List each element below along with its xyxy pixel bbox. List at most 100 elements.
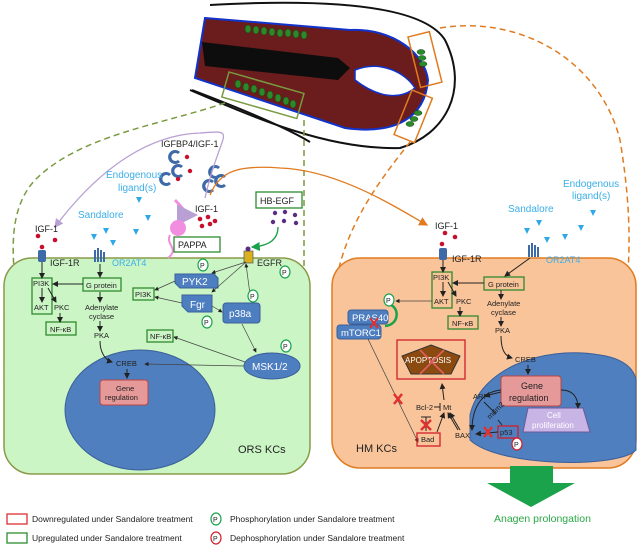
ors-gene-regulation-box <box>99 379 149 406</box>
legend-dephospho-label: Dephosphorylation under Sandalore treatm… <box>230 533 405 543</box>
hm-apoptosis-box <box>396 339 466 380</box>
ors-phospho-markers <box>197 258 292 353</box>
igfbp4-complexes <box>159 150 226 194</box>
hm-g-protein: G protein <box>488 280 519 289</box>
hm-kcs-label: HM KCs <box>356 443 397 455</box>
igf1-center-label: IGF-1 <box>195 204 218 214</box>
hm-bad: Bad <box>421 435 434 444</box>
or2at4-receptor-left <box>94 248 105 262</box>
anagen-prolongation-label: Anagen prolongation <box>494 513 591 525</box>
svg-text:p38a: p38a <box>229 309 252 320</box>
ors-or2at4-label: OR2AT4 <box>112 258 146 268</box>
hbegf-label: HB-EGF <box>260 196 295 206</box>
legend-up-swatch <box>6 532 28 544</box>
igfbp4-igf1-label: IGFBP4/IGF-1 <box>161 139 219 149</box>
igf1r-receptor-right <box>439 248 447 260</box>
endogenous-ligand-left-1: Endogenous <box>106 170 162 181</box>
hm-adenylate-2: cyclase <box>491 308 516 317</box>
ors-nfkb: NF-κB <box>50 325 71 334</box>
inhibition-x-p53 <box>483 426 493 438</box>
legend-down-label: Downregulated under Sandalore treatment <box>32 514 193 524</box>
hm-bax: BAX <box>455 431 470 440</box>
hm-creb: CREB <box>515 355 536 364</box>
pappa-label: PAPPA <box>178 240 207 250</box>
pappa-box <box>173 236 221 253</box>
ors-nucleus <box>64 349 216 471</box>
inhibition-x-pras40 <box>369 317 379 329</box>
ors-pyk2 <box>174 273 219 289</box>
or2at4-receptor-right <box>528 243 539 257</box>
endogenous-ligand-right-1: Endogenous <box>563 179 619 190</box>
svg-text:P: P <box>283 344 288 351</box>
ors-fgr <box>181 294 213 313</box>
hm-cell-proliferation <box>522 407 591 433</box>
ors-gene-2: regulation <box>105 393 138 402</box>
hm-nfkb-box <box>447 315 479 330</box>
legend-phospho-icon <box>210 512 222 526</box>
hm-or2at4-label: OR2AT4 <box>546 255 580 265</box>
hm-bcl2: Bcl-2 <box>416 403 433 412</box>
hm-akt: AKT <box>434 297 449 306</box>
ors-igf1r-label: IGF-1R <box>50 258 80 268</box>
ors-akt: AKT <box>34 303 49 312</box>
igf1r-receptor-left <box>38 250 46 262</box>
pappa-enzyme <box>170 220 186 236</box>
hm-dephospho-marker <box>511 437 523 451</box>
hm-mtorc1 <box>336 324 382 340</box>
endogenous-ligand-right-2: ligand(s) <box>572 191 610 202</box>
hm-mt: Mt <box>443 403 452 412</box>
inhibition-x-apoptosis <box>419 349 445 375</box>
hm-arf: ARF <box>473 392 488 401</box>
legend-phospho-label: Phosphorylation under Sandalore treatmen… <box>230 514 395 524</box>
sandalore-right-label: Sandalore <box>508 204 554 215</box>
ors-p38a <box>222 302 261 324</box>
svg-text:PYK2: PYK2 <box>182 277 208 288</box>
igf1-left-label: IGF-1 <box>35 224 58 234</box>
inhibition-x-bad <box>420 419 432 431</box>
ors-pi3k-2-box <box>132 287 155 301</box>
hm-apoptosis-pentagon <box>401 344 461 375</box>
ligand-triangles-right <box>524 210 596 243</box>
hm-gene-regulation-box <box>500 375 562 407</box>
hair-follicle-illustration <box>189 1 456 150</box>
igf1-right-label: IGF-1 <box>435 221 458 231</box>
hm-p53: p53 <box>500 428 513 437</box>
hm-nfkb: NF-κB <box>452 319 473 328</box>
ors-kcs-label: ORS KCs <box>238 444 286 456</box>
ors-adenylate-2: cyclase <box>89 312 114 321</box>
svg-text:Cell: Cell <box>547 411 561 420</box>
hm-pi3k: PI3K <box>433 273 449 282</box>
hm-gene-2: regulation <box>509 393 549 403</box>
endogenous-ligand-left-2: ligand(s) <box>118 183 156 194</box>
egfr-receptor <box>243 250 254 264</box>
svg-text:proliferation: proliferation <box>532 421 574 430</box>
svg-text:P: P <box>386 298 391 305</box>
svg-text:MSK1/2: MSK1/2 <box>252 362 288 373</box>
legend-dephospho-icon <box>210 531 222 545</box>
ors-pi3k: PI3K <box>33 279 49 288</box>
igf1-molecules <box>35 214 458 250</box>
ors-g-protein: G protein <box>86 281 117 290</box>
hm-bad-box <box>416 432 441 447</box>
legend-down-swatch <box>6 513 28 525</box>
hm-pras40 <box>347 309 389 325</box>
ors-nfkb-2-box <box>146 329 174 343</box>
hbegf-molecules <box>270 209 299 226</box>
ors-adenylate-1: Adenylate <box>85 303 118 312</box>
ors-creb: CREB <box>116 359 137 368</box>
ors-pka: PKA <box>94 331 109 340</box>
svg-text:mTORC1: mTORC1 <box>341 328 381 339</box>
svg-text:P: P <box>213 517 218 524</box>
svg-text:P: P <box>213 536 218 543</box>
ors-egfr-label: EGFR <box>257 258 283 268</box>
hbegf-box <box>255 191 303 209</box>
sandalore-left-label: Sandalore <box>78 210 124 221</box>
ors-nfkb-2: NF-κB <box>150 332 171 341</box>
svg-text:Fgr: Fgr <box>190 300 206 311</box>
svg-text:P: P <box>514 442 519 449</box>
hm-region-box-bottom <box>393 89 434 144</box>
hm-gene-1: Gene <box>521 381 543 391</box>
ors-pkc: PKC <box>54 303 70 312</box>
hm-adenylate-1: Adenylate <box>487 299 520 308</box>
